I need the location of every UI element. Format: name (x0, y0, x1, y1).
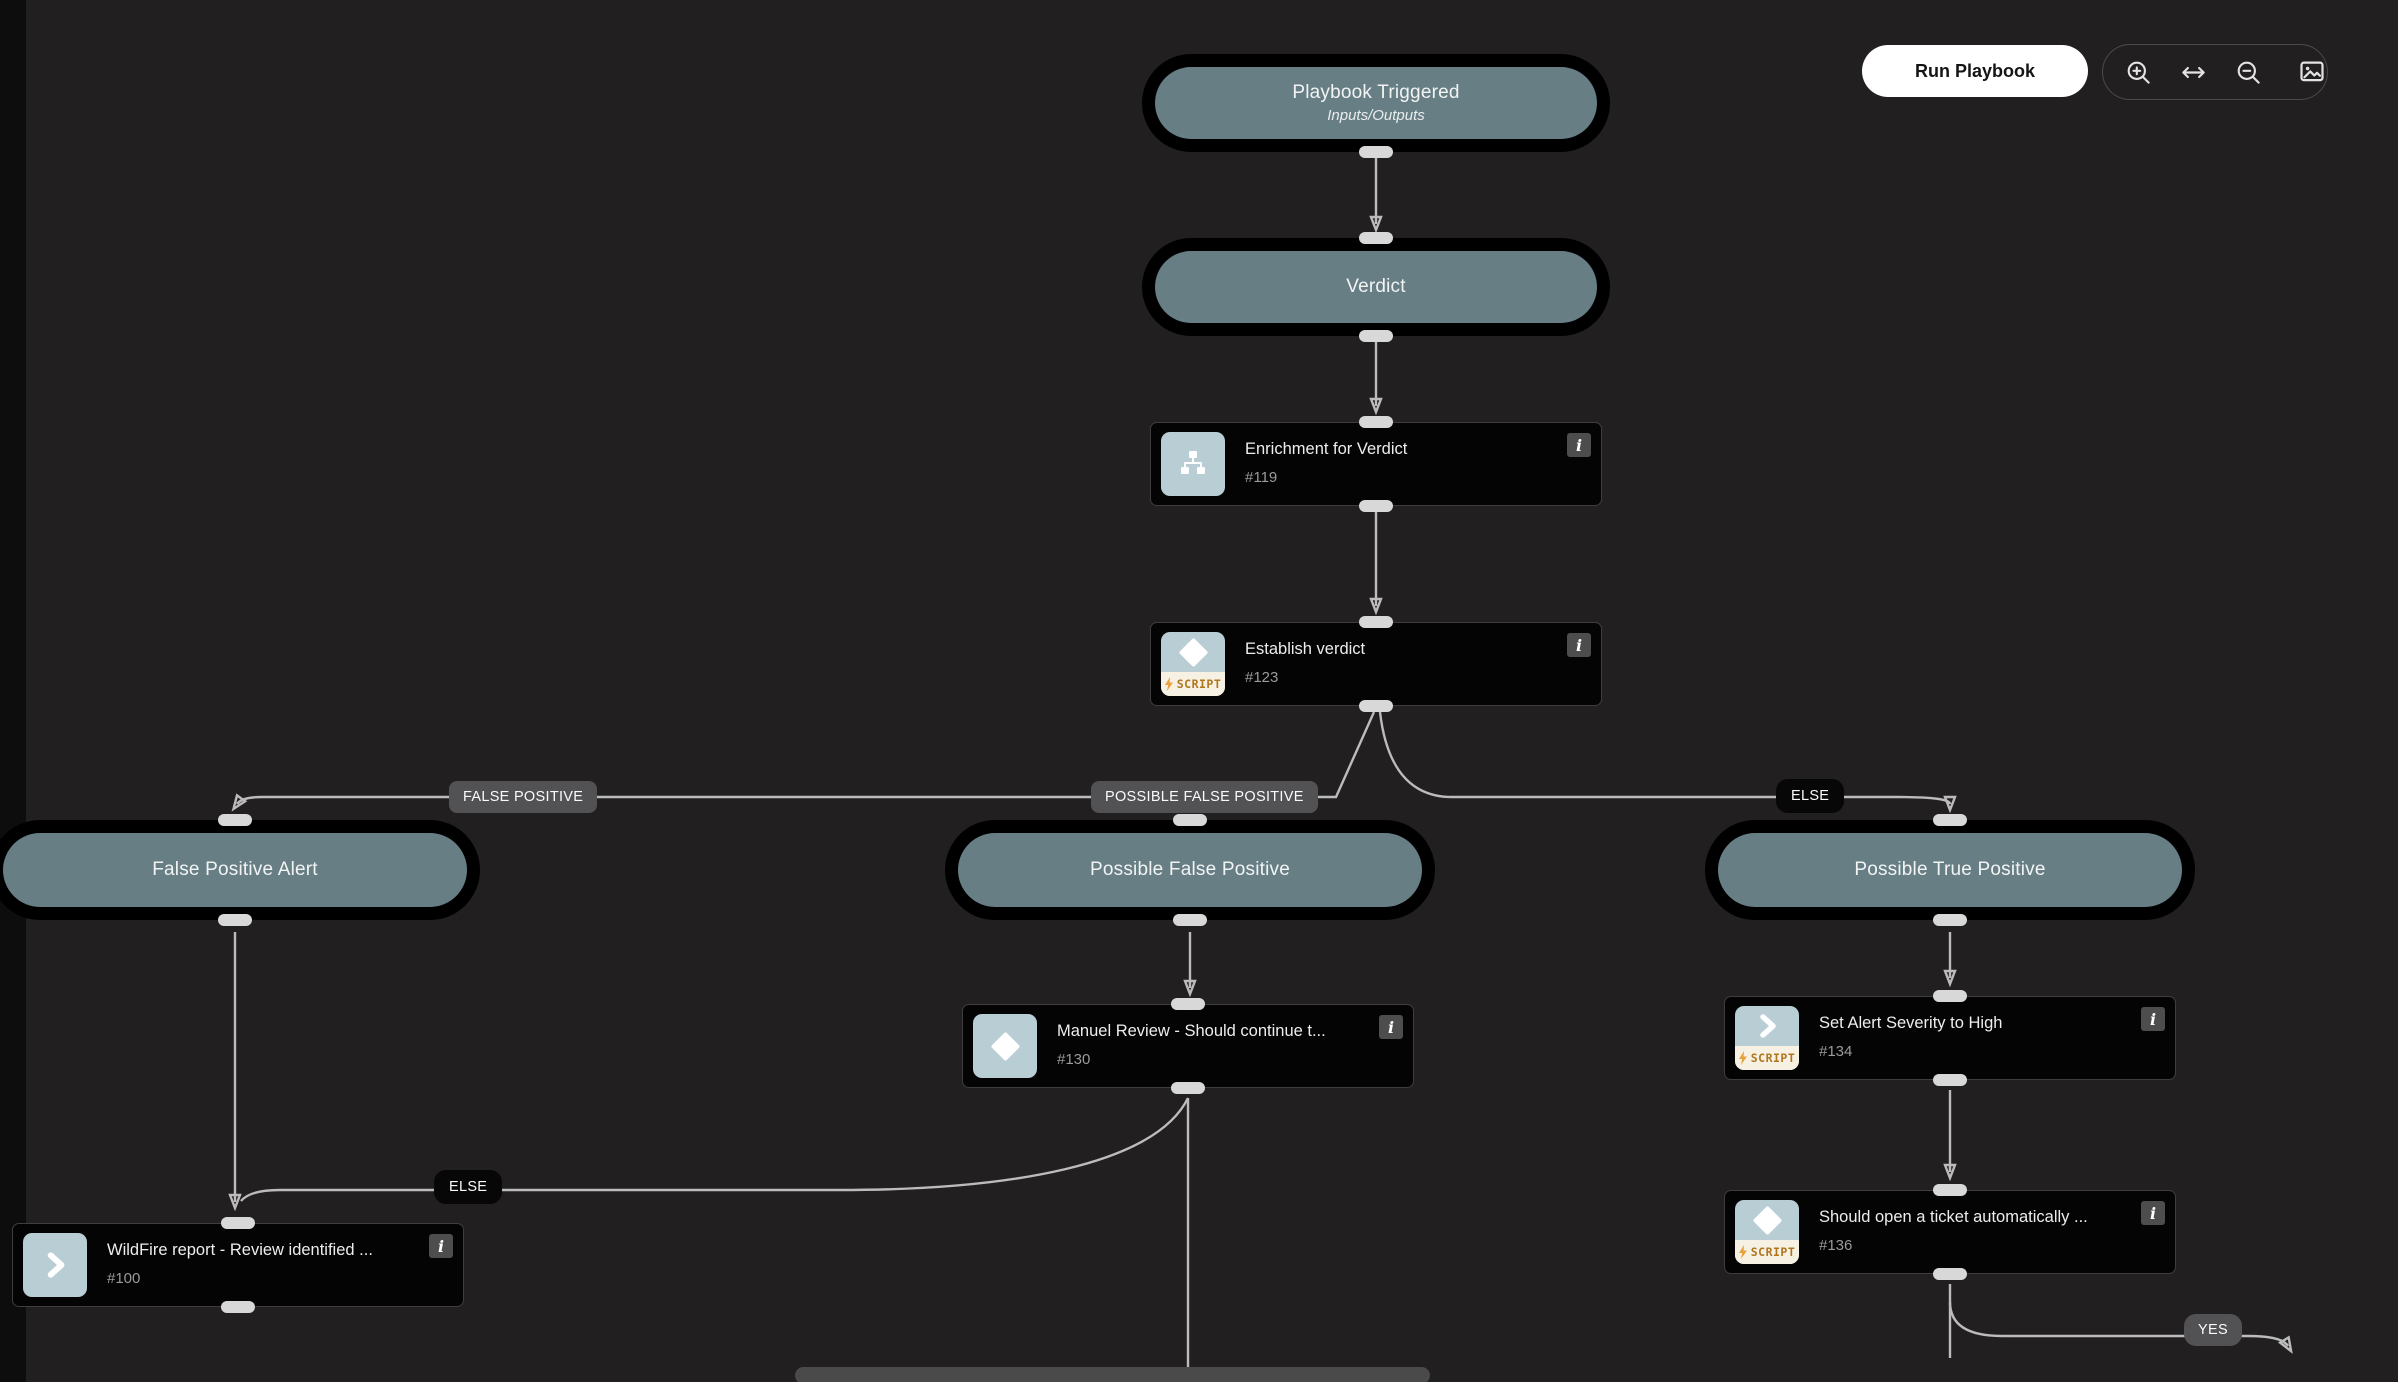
connector-handle[interactable] (1933, 914, 1967, 926)
connector-handle[interactable] (1933, 814, 1967, 826)
task-id: #100 (107, 1270, 141, 1287)
export-image-icon[interactable] (2298, 58, 2326, 86)
script-badge: SCRIPT (1735, 1240, 1799, 1264)
script-badge: SCRIPT (1161, 672, 1225, 696)
task-title: Set Alert Severity to High (1819, 1014, 2003, 1032)
lightning-icon (1738, 1051, 1747, 1065)
pill-title: Playbook Triggered (1292, 82, 1460, 103)
section-node-playbook-triggered[interactable]: Playbook Triggered Inputs/Outputs (1142, 54, 1610, 152)
connector-handle[interactable] (221, 1217, 255, 1229)
zoom-out-icon[interactable] (2235, 59, 2262, 86)
info-icon[interactable]: i (2141, 1201, 2165, 1225)
task-title: Establish verdict (1245, 640, 1366, 658)
lightning-icon (1738, 1245, 1747, 1259)
connector-handle[interactable] (1933, 1184, 1967, 1196)
connector-handle[interactable] (1933, 990, 1967, 1002)
info-icon[interactable]: i (1567, 633, 1591, 657)
connector-handle[interactable] (1359, 616, 1393, 628)
run-playbook-button[interactable]: Run Playbook (1862, 45, 2088, 97)
connector-handle[interactable] (1359, 330, 1393, 342)
section-node-false-positive-alert[interactable]: False Positive Alert (0, 820, 480, 920)
pill-title: Possible False Positive (1090, 859, 1290, 880)
section-node-possible-true-positive[interactable]: Possible True Positive (1705, 820, 2195, 920)
task-id: #134 (1819, 1043, 1853, 1060)
connector-handle[interactable] (1933, 1074, 1967, 1086)
connector-handle[interactable] (1171, 998, 1205, 1010)
lightning-icon (1164, 677, 1173, 691)
task-node-open-ticket[interactable]: SCRIPT Should open a ticket automaticall… (1724, 1190, 2176, 1274)
zoom-in-icon[interactable] (2125, 59, 2152, 86)
task-node-wildfire-report[interactable]: WildFire report - Review identified ... … (12, 1223, 464, 1307)
condition-script-icon: SCRIPT (1161, 632, 1225, 696)
fit-width-icon[interactable] (2180, 59, 2207, 86)
task-node-enrichment-for-verdict[interactable]: Enrichment for Verdict #119 i (1150, 422, 1602, 506)
connector-handle[interactable] (1173, 814, 1207, 826)
task-id: #130 (1057, 1051, 1091, 1068)
task-node-establish-verdict[interactable]: SCRIPT Establish verdict #123 i (1150, 622, 1602, 706)
task-id: #123 (1245, 669, 1279, 686)
connector-handle[interactable] (1933, 1268, 1967, 1280)
pill-subtitle[interactable]: Inputs/Outputs (1327, 107, 1425, 124)
connector-handle[interactable] (218, 914, 252, 926)
task-title: Manuel Review - Should continue t... (1057, 1022, 1326, 1040)
branch-label-else-left: ELSE (434, 1170, 503, 1204)
task-title: WildFire report - Review identified ... (107, 1241, 373, 1259)
connector-handle[interactable] (1359, 700, 1393, 712)
connector-handle[interactable] (1359, 416, 1393, 428)
condition-icon (973, 1014, 1037, 1078)
pill-body: Playbook Triggered Inputs/Outputs (1155, 67, 1597, 139)
condition-script-icon: SCRIPT (1735, 1200, 1799, 1264)
horizontal-scrollbar-thumb[interactable] (795, 1367, 1430, 1382)
script-badge: SCRIPT (1735, 1046, 1799, 1070)
pill-body: False Positive Alert (3, 833, 467, 907)
task-node-set-alert-severity[interactable]: SCRIPT Set Alert Severity to High #134 i (1724, 996, 2176, 1080)
branch-label-else-top: ELSE (1776, 779, 1845, 813)
task-id: #136 (1819, 1237, 1853, 1254)
connector-handle[interactable] (1173, 914, 1207, 926)
pill-title: False Positive Alert (152, 859, 318, 880)
pill-body: Verdict (1155, 251, 1597, 323)
connector-handle[interactable] (218, 814, 252, 826)
connector-handle[interactable] (221, 1301, 255, 1313)
manual-task-icon (23, 1233, 87, 1297)
task-title: Enrichment for Verdict (1245, 440, 1408, 458)
info-icon[interactable]: i (1379, 1015, 1403, 1039)
connector-handle[interactable] (1359, 500, 1393, 512)
connector-handle[interactable] (1359, 232, 1393, 244)
connector-handle[interactable] (1171, 1082, 1205, 1094)
info-icon[interactable]: i (2141, 1007, 2165, 1031)
canvas-controls (2102, 44, 2328, 100)
section-node-possible-false-positive[interactable]: Possible False Positive (945, 820, 1435, 920)
zoom-controls (2103, 45, 2284, 99)
info-icon[interactable]: i (429, 1234, 453, 1258)
sub-playbook-icon (1161, 432, 1225, 496)
task-id: #119 (1245, 469, 1278, 486)
connector-handle[interactable] (1359, 146, 1393, 158)
pill-body: Possible True Positive (1718, 833, 2182, 907)
branch-label-possible-false-positive: POSSIBLE FALSE POSITIVE (1091, 781, 1318, 813)
task-node-manual-review[interactable]: Manuel Review - Should continue t... #13… (962, 1004, 1414, 1088)
branch-label-false-positive: FALSE POSITIVE (449, 781, 598, 813)
pill-title: Possible True Positive (1854, 859, 2046, 880)
pill-title: Verdict (1346, 276, 1406, 297)
left-edge-panel (0, 0, 26, 1382)
section-node-verdict[interactable]: Verdict (1142, 238, 1610, 336)
branch-label-yes: YES (2184, 1314, 2242, 1346)
info-icon[interactable]: i (1567, 433, 1591, 457)
pill-body: Possible False Positive (958, 833, 1422, 907)
automation-script-icon: SCRIPT (1735, 1006, 1799, 1070)
task-title: Should open a ticket automatically ... (1819, 1208, 2088, 1226)
